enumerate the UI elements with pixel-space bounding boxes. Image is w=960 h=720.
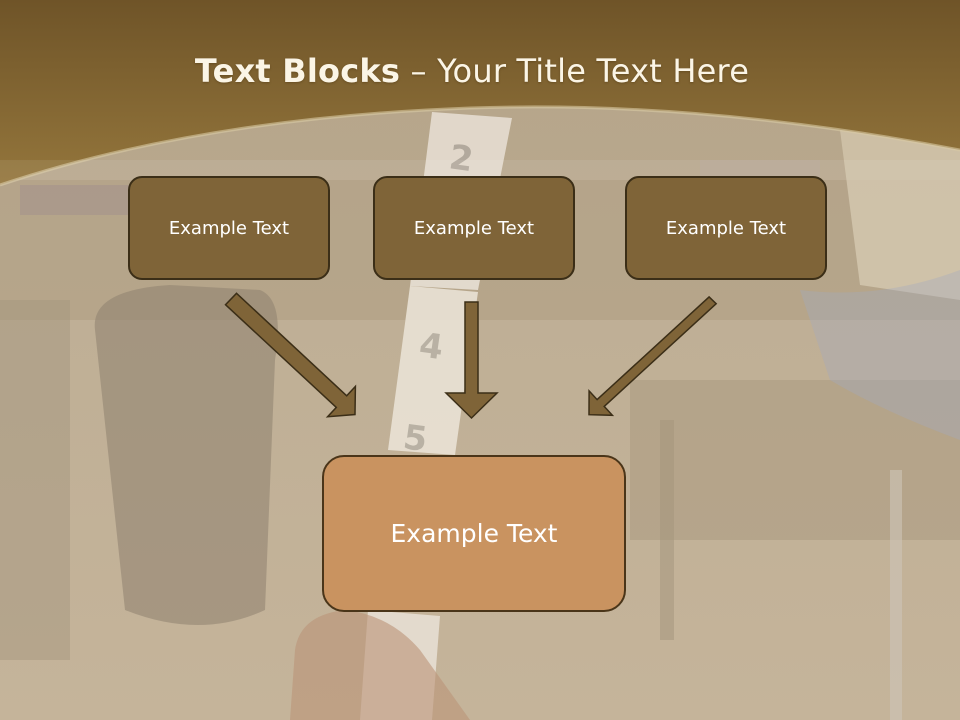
title-rest: Your Title Text Here	[437, 52, 750, 90]
slide-title: Text Blocks – Your Title Text Here	[0, 52, 944, 90]
svg-text:5: 5	[401, 417, 430, 460]
title-separator: –	[400, 52, 438, 90]
text-block-label: Example Text	[413, 217, 535, 239]
text-block-3[interactable]: Example Text	[625, 176, 827, 280]
title-bold: Text Blocks	[194, 52, 401, 90]
svg-text:2: 2	[447, 137, 476, 180]
text-block-label: Example Text	[168, 217, 290, 239]
arrow-middle	[444, 301, 499, 420]
arrow-right	[588, 295, 718, 417]
text-block-1[interactable]: Example Text	[128, 176, 330, 280]
arrow-left	[224, 292, 357, 418]
text-block-2[interactable]: Example Text	[373, 176, 575, 280]
target-block[interactable]: Example Text	[322, 455, 626, 612]
svg-text:4: 4	[417, 325, 446, 368]
text-block-label: Example Text	[665, 217, 787, 239]
target-block-label: Example Text	[390, 519, 558, 548]
